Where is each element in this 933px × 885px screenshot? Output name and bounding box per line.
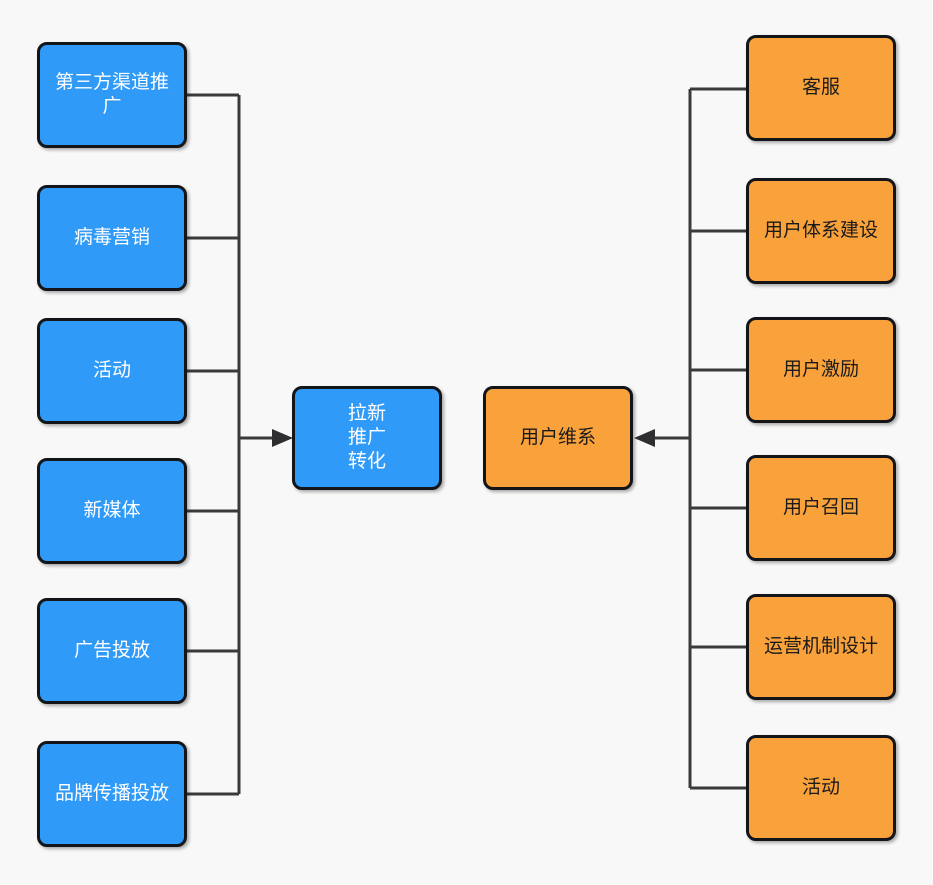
right-pointing-arrowhead-icon xyxy=(272,429,293,447)
node-user-recall[interactable]: 用户召回 xyxy=(746,455,896,561)
node-user-incentive[interactable]: 用户激励 xyxy=(746,317,896,423)
node-new-media[interactable]: 新媒体 xyxy=(37,458,187,564)
right-connector-tree xyxy=(654,87,746,790)
node-operation-mechanism-design[interactable]: 运营机制设计 xyxy=(746,594,896,700)
node-campaigns-left[interactable]: 活动 xyxy=(37,318,187,424)
left-pointing-arrowhead-icon xyxy=(634,429,655,447)
node-third-party-channel-promotion[interactable]: 第三方渠道推广 xyxy=(37,42,187,148)
node-campaigns-right[interactable]: 活动 xyxy=(746,735,896,841)
node-brand-communication-placement[interactable]: 品牌传播投放 xyxy=(37,741,187,847)
left-connector-tree xyxy=(187,93,274,796)
node-acquisition-promotion-conversion[interactable]: 拉新 推广 转化 xyxy=(292,386,442,490)
node-customer-service[interactable]: 客服 xyxy=(746,35,896,141)
node-viral-marketing[interactable]: 病毒营销 xyxy=(37,185,187,291)
node-user-retention[interactable]: 用户维系 xyxy=(483,386,633,490)
node-ad-placement[interactable]: 广告投放 xyxy=(37,598,187,704)
node-user-system-building[interactable]: 用户体系建设 xyxy=(746,178,896,284)
